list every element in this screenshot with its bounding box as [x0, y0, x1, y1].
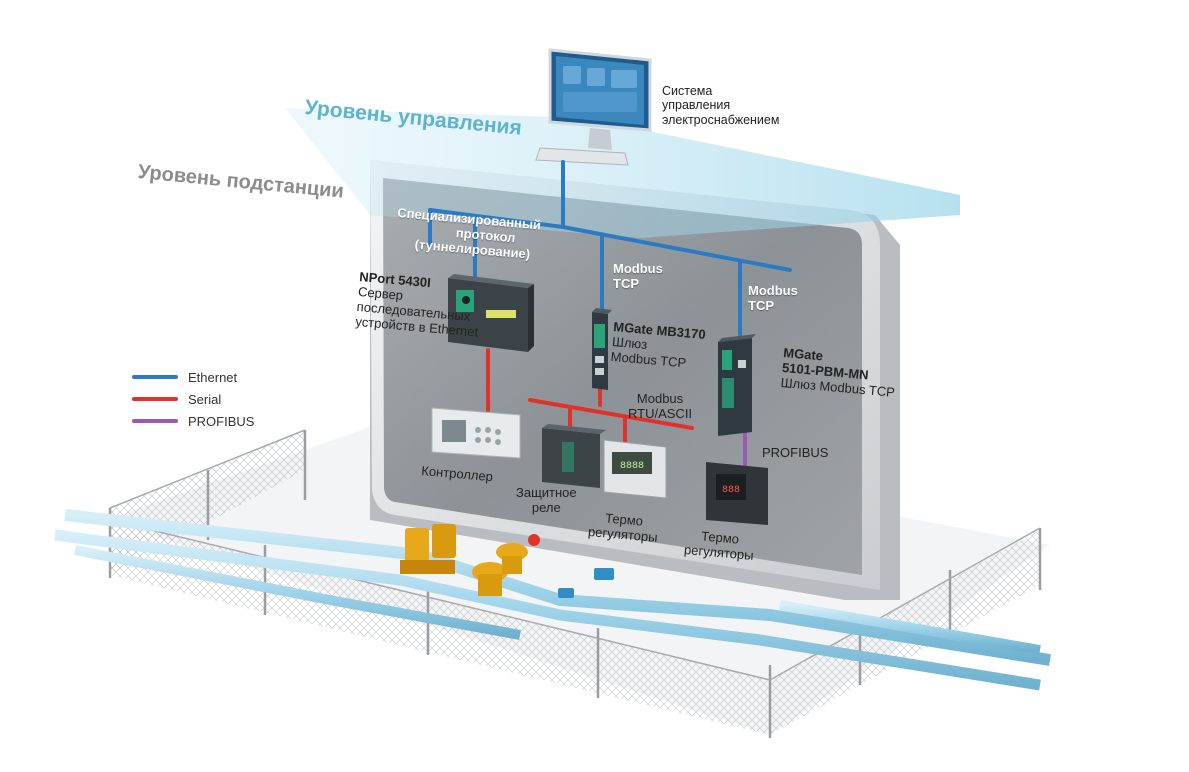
mgate-5101-pbm-device	[718, 334, 756, 436]
thermo-regulator-2: 888	[706, 462, 768, 525]
relay-line: Защитное	[516, 485, 577, 500]
mb3170-label: MGate MB3170 Шлюз Modbus TCP	[610, 319, 706, 373]
valves	[400, 524, 614, 598]
nport-label: NPort 5430I Сервер последовательных устр…	[355, 269, 483, 340]
controller-device	[431, 407, 521, 459]
legend-item-serial: Serial	[132, 388, 254, 410]
profibus-label: PROFIBUS	[762, 445, 829, 460]
modbus-tcp-label-a: Modbus TCP	[613, 261, 663, 292]
legend: Ethernet Serial PROFIBUS	[132, 366, 254, 432]
legend-swatch	[132, 397, 178, 401]
scada-label-line: управления	[662, 98, 731, 113]
svg-text:888: 888	[722, 485, 740, 496]
svg-text:8888: 8888	[620, 461, 644, 472]
thermo-regulator-1: 8888	[603, 439, 667, 499]
ethernet-links	[428, 160, 792, 337]
legend-label: Serial	[188, 391, 222, 407]
scada-workstation	[535, 48, 652, 166]
mgate-mb3170-device	[592, 308, 612, 390]
legend-item-ethernet: Ethernet	[132, 366, 254, 388]
protection-relay-device	[542, 424, 606, 488]
scada-label-line: Система	[662, 84, 713, 98]
control-level-plane	[285, 108, 960, 238]
nport-device	[448, 274, 534, 352]
thermo2-label: Термо регуляторы	[683, 528, 755, 564]
modbus-tcp-line: TCP	[748, 297, 774, 313]
legend-swatch	[132, 375, 178, 379]
modbus-tcp-label-b: Modbus TCP	[748, 283, 798, 314]
scada-label-line: электроснабжением	[662, 112, 780, 127]
pipelines	[54, 509, 1051, 691]
modbus-tcp-line: Modbus	[613, 261, 663, 276]
legend-label: PROFIBUS	[188, 413, 255, 429]
modbus-tcp-line: TCP	[613, 275, 639, 291]
serial-links	[486, 348, 694, 447]
legend-swatch	[132, 419, 178, 423]
modbus-rtu-label: Modbus RTU/ASCII	[628, 391, 693, 422]
relay-line: реле	[531, 499, 561, 515]
scada-label: Система управления электроснабжением	[662, 84, 779, 127]
modbus-tcp-line: Modbus	[748, 283, 798, 298]
modbus-rtu-line: RTU/ASCII	[628, 405, 693, 421]
thermo1-label: Термо регуляторы	[587, 510, 659, 546]
modbus-rtu-line: Modbus	[636, 391, 684, 406]
legend-label: Ethernet	[188, 369, 238, 385]
relay-label: Защитное реле	[516, 485, 577, 516]
legend-item-profibus: PROFIBUS	[132, 410, 254, 432]
